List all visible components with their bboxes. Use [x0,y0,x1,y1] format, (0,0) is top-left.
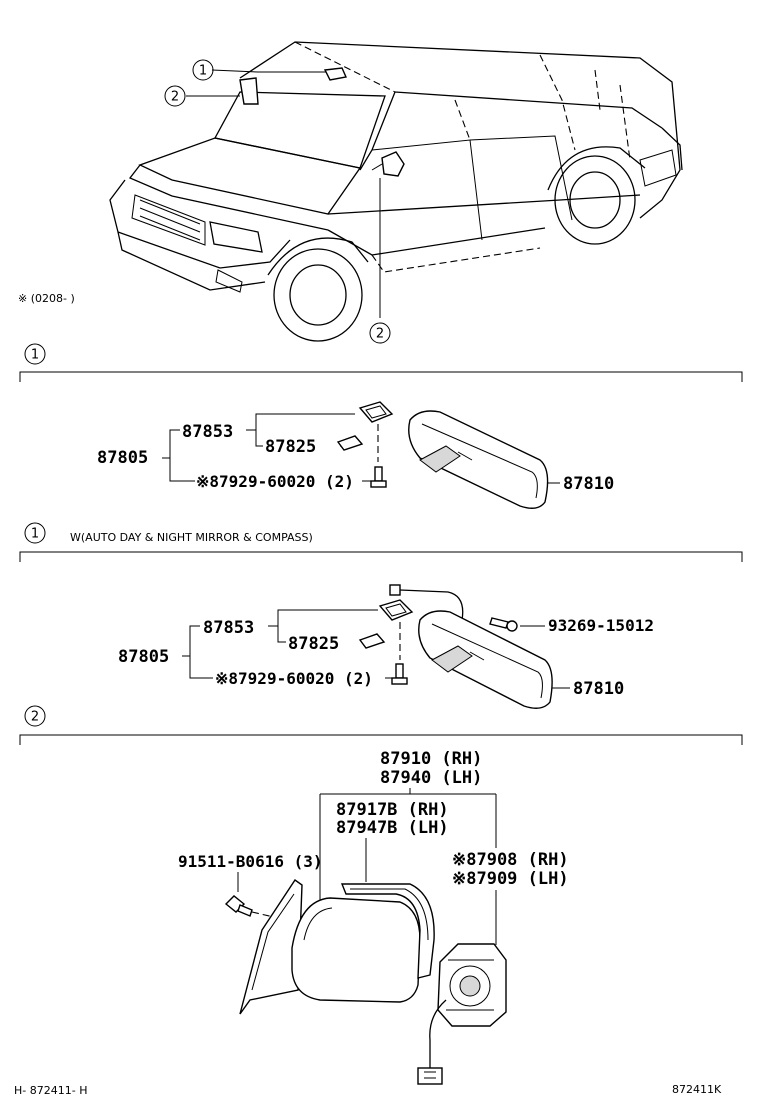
label-87929b: ※87929-60020 (2) [215,669,373,688]
label-87805: 87805 [97,448,148,468]
callout-2-mid: 2 [369,322,391,344]
label-87810: 87810 [563,474,614,494]
section-1-parts: 87805 87853 87825 ※87929-60020 (2) 87810 [97,401,614,509]
section-2-heading: 2 [19,705,743,745]
label-87909: ※87909 (LH) [452,869,569,889]
svg-text:2: 2 [171,90,179,105]
section-1b-parts: 87805 87853 87825 ※87929-60020 (2) 93269… [118,584,654,709]
label-93269: 93269-15012 [548,616,654,635]
label-87910: 87910 (RH) [380,749,482,769]
label-87825: 87825 [265,437,316,457]
footer-right: 872411K [672,1083,722,1096]
label-87929: ※87929-60020 (2) [196,472,354,491]
label-87810b: 87810 [573,679,624,699]
label-87917: 87917B (RH) [336,800,449,820]
header-note: ※ (0208- ) [18,292,75,305]
mount-pad-shape [358,401,394,423]
svg-text:2: 2 [31,710,39,725]
label-87825b: 87825 [288,634,339,654]
svg-text:1: 1 [31,348,39,363]
mirror-glass-shape [340,883,435,979]
svg-text:1: 1 [199,64,207,79]
mirror-housing-shape [291,897,421,1003]
label-87853: 87853 [182,422,233,442]
label-91511: 91511-B0616 (3) [178,852,323,871]
callout-1-top: 1 [192,59,214,81]
label-87947: 87947B (LH) [336,818,449,838]
mirror-base-shape [239,879,303,1015]
vehicle-illustration [109,41,683,342]
section-1-heading: 1 [19,343,743,382]
section-1b-heading: 1 W(AUTO DAY & NIGHT MIRROR & COMPASS) [19,522,743,562]
svg-text:1: 1 [31,527,39,542]
mirror-87810-shape [408,410,549,509]
condition-label: W(AUTO DAY & NIGHT MIRROR & COMPASS) [70,531,313,544]
label-87805b: 87805 [118,647,169,667]
label-87908: ※87908 (RH) [452,850,569,870]
section-2-parts: 87910 (RH) 87940 (LH) 87917B (RH) 87947B… [178,749,569,1085]
svg-text:2: 2 [376,327,384,342]
label-87853b: 87853 [203,618,254,638]
callout-2-top: 2 [164,85,186,107]
label-87940: 87940 (LH) [380,768,482,788]
footer-left: H- 872411- H [14,1084,87,1097]
mirror-87810b-shape [418,610,553,709]
